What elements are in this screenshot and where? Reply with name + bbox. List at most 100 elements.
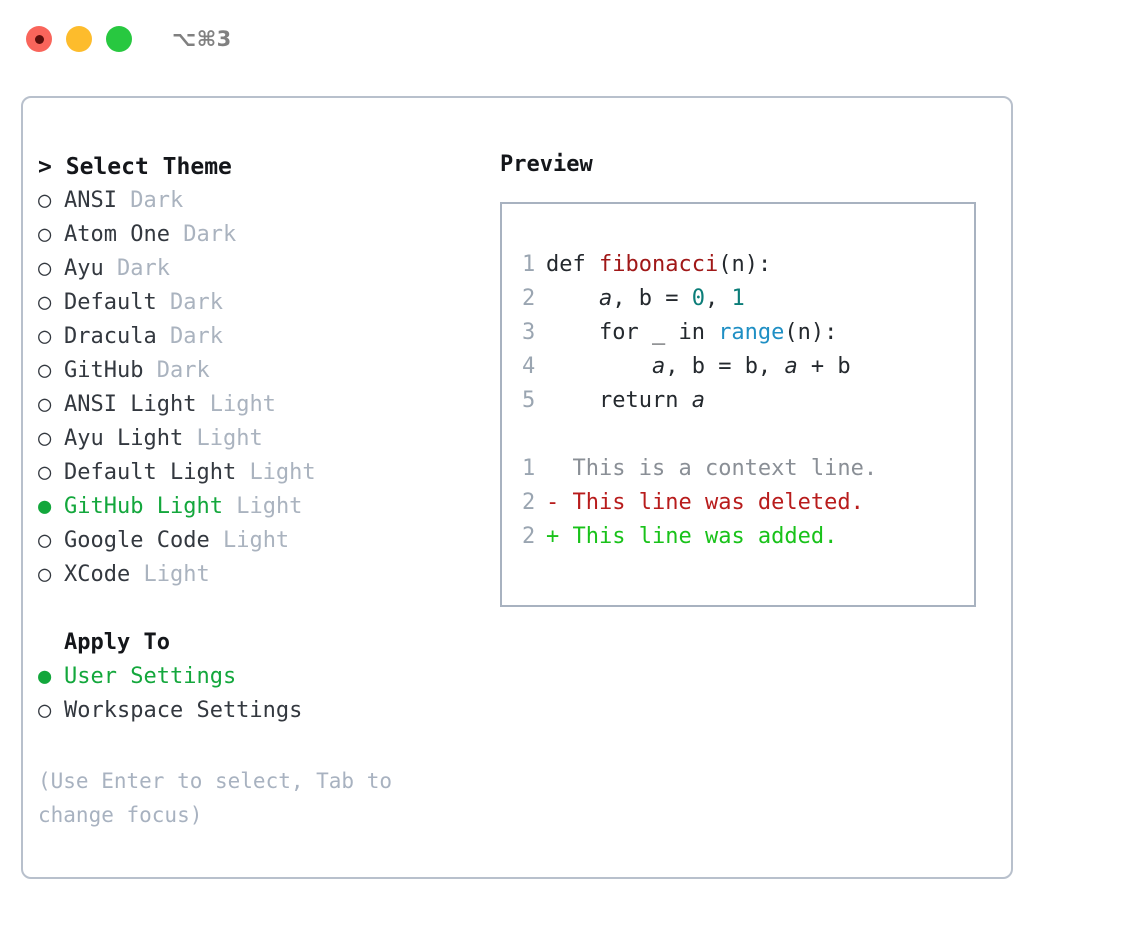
theme-variant-tag: Dark <box>117 256 170 281</box>
minimize-window-button[interactable] <box>66 26 92 52</box>
code-token-plain <box>546 354 652 379</box>
code-token-var: a <box>598 286 613 311</box>
prompt-caret-icon: > <box>38 154 52 180</box>
theme-option-default-light[interactable]: ○ Default Light Light <box>38 456 498 490</box>
diff-line-text: This is a context line. <box>572 456 878 481</box>
apply-to-option-workspace-settings[interactable]: ○ Workspace Settings <box>38 694 498 728</box>
radio-unselected-icon: ○ <box>38 426 52 451</box>
theme-option-name: ANSI <box>64 188 117 213</box>
code-token-plain: , b = b, <box>665 354 785 379</box>
code-line-number: 5 <box>522 388 536 413</box>
theme-variant-tag: Light <box>236 494 303 519</box>
radio-selected-icon: ● <box>38 494 52 519</box>
code-line: 3 for _ in range(n): <box>522 316 974 350</box>
theme-selection-pane: > Select Theme ○ANSI Dark○Atom One Dark○… <box>38 150 498 728</box>
theme-option-atom-one[interactable]: ○Atom One Dark <box>38 218 498 252</box>
theme-option-separator <box>170 222 183 247</box>
theme-option-separator <box>183 426 196 451</box>
theme-option-github-light[interactable]: ●GitHub Light Light <box>38 490 498 524</box>
theme-option-name: GitHub <box>64 358 144 383</box>
theme-variant-tag: Dark <box>169 324 223 349</box>
code-token-var: a <box>651 354 666 379</box>
theme-option-default[interactable]: ○Default Dark <box>38 286 498 320</box>
theme-variant-tag: Dark <box>156 358 210 383</box>
select-theme-title: Select Theme <box>65 154 232 180</box>
theme-option-name: Dracula <box>64 324 157 349</box>
code-line-number: 1 <box>522 252 536 277</box>
traffic-light-group <box>26 26 132 52</box>
diff-line-text: This line was added. <box>572 524 838 549</box>
theme-option-name: Default Light <box>64 460 237 485</box>
diff-line-number: 2 <box>522 524 536 549</box>
theme-variant-tag: Light <box>249 460 316 485</box>
maximize-window-button[interactable] <box>106 26 132 52</box>
theme-option-name: XCode <box>64 562 131 587</box>
theme-option-dracula[interactable]: ○ Dracula Dark <box>38 320 498 354</box>
radio-selected-icon: ● <box>38 664 52 689</box>
theme-option-name: Default <box>64 290 157 315</box>
diff-sign-ctx <box>546 456 573 481</box>
code-token-plain: for _ in <box>546 320 719 345</box>
code-token-plain: + b <box>797 354 851 379</box>
apply-to-header: Apply To <box>64 630 170 655</box>
radio-unselected-icon: ○ <box>38 324 52 349</box>
theme-variant-tag: Light <box>196 426 263 451</box>
theme-variant-tag: Light <box>222 528 290 553</box>
code-token-plain: return <box>546 388 692 413</box>
diff-sign-add: + <box>546 524 573 549</box>
theme-option-ansi[interactable]: ○ANSI Dark <box>38 184 498 218</box>
theme-option-name: Ayu Light <box>64 426 184 451</box>
radio-unselected-icon: ○ <box>38 460 52 485</box>
code-diff-spacer <box>522 418 974 452</box>
code-line-number: 4 <box>522 354 536 379</box>
code-token-plain: (n): <box>718 252 772 277</box>
diff-line-add: 2 + This line was added. <box>522 520 974 554</box>
select-theme-header-label <box>52 154 66 180</box>
code-token-call: range <box>718 320 785 345</box>
theme-option-separator <box>104 256 117 281</box>
code-line: 2 a, b = 0, 1 <box>522 282 974 316</box>
apply-to-option-user-settings[interactable]: ●User Settings <box>38 660 498 694</box>
diff-line-number: 2 <box>522 490 536 515</box>
diff-sample: 1 This is a context line. 2- This line wa… <box>522 452 974 554</box>
apply-to-option-list[interactable]: ●User Settings ○ Workspace Settings <box>38 660 498 728</box>
close-window-button[interactable] <box>26 26 52 52</box>
theme-option-ayu[interactable]: ○Ayu Dark <box>38 252 498 286</box>
diff-sign-del: - <box>546 490 573 515</box>
preview-title: Preview <box>500 152 593 177</box>
theme-option-ayu-light[interactable]: ○ Ayu Light Light <box>38 422 498 456</box>
code-token-plain: (n): <box>784 320 838 345</box>
code-token-fn: fibonacci <box>598 252 719 277</box>
code-line-number: 3 <box>522 320 536 345</box>
keyboard-shortcut-label: ⌥⌘3 <box>172 27 232 51</box>
theme-variant-tag: Light <box>209 392 276 417</box>
theme-option-ansi-light[interactable]: ○ANSI Light Light <box>38 388 498 422</box>
theme-option-name: Atom One <box>64 222 170 247</box>
theme-option-separator <box>143 358 156 383</box>
diff-line-ctx: 1 This is a context line. <box>522 452 974 486</box>
theme-option-github[interactable]: ○GitHub Dark <box>38 354 498 388</box>
radio-unselected-icon: ○ <box>38 562 52 587</box>
title-bar: ⌥⌘3 <box>0 0 1140 78</box>
theme-option-list[interactable]: ○ANSI Dark○Atom One Dark○Ayu Dark○Defaul… <box>38 184 498 592</box>
main-panel: > Select Theme ○ANSI Dark○Atom One Dark○… <box>21 96 1013 879</box>
theme-option-name: Ayu <box>64 256 104 281</box>
theme-option-separator <box>210 528 223 553</box>
radio-unselected-icon: ○ <box>38 698 52 723</box>
theme-option-separator <box>130 562 143 587</box>
radio-unselected-icon: ○ <box>38 528 52 553</box>
apply-to-option-name: Workspace Settings <box>64 698 303 723</box>
diff-line-number: 1 <box>522 456 536 481</box>
theme-option-google-code[interactable]: ○Google Code Light <box>38 524 498 558</box>
code-token-var: a <box>691 388 705 413</box>
theme-variant-tag: Dark <box>183 222 237 247</box>
radio-unselected-icon: ○ <box>38 188 52 213</box>
code-token-num: 0 <box>691 286 705 311</box>
theme-variant-tag: Light <box>143 562 210 587</box>
diff-line-text: This line was deleted. <box>572 490 864 515</box>
code-line: 4 a, b = b, a + b <box>522 350 974 384</box>
theme-option-xcode[interactable]: ○ XCode Light <box>38 558 498 592</box>
